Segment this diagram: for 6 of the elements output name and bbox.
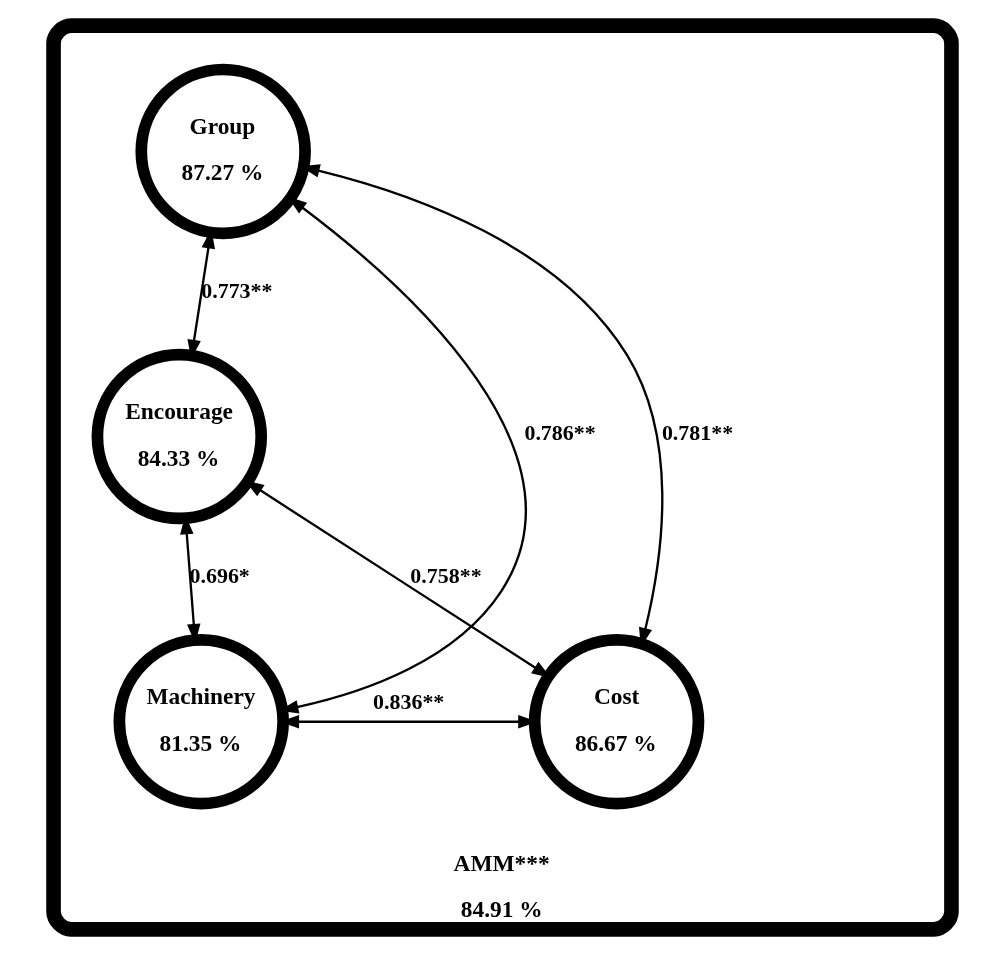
edge-label: 0.781** [661, 420, 734, 446]
edge-label: 0.773** [201, 277, 273, 303]
node-circle: Machinery 81.35 % [113, 633, 289, 810]
edge-label: 0.758** [410, 562, 482, 588]
edge-label: 0.836** [373, 688, 445, 714]
edge-label: 0.786** [524, 420, 596, 446]
